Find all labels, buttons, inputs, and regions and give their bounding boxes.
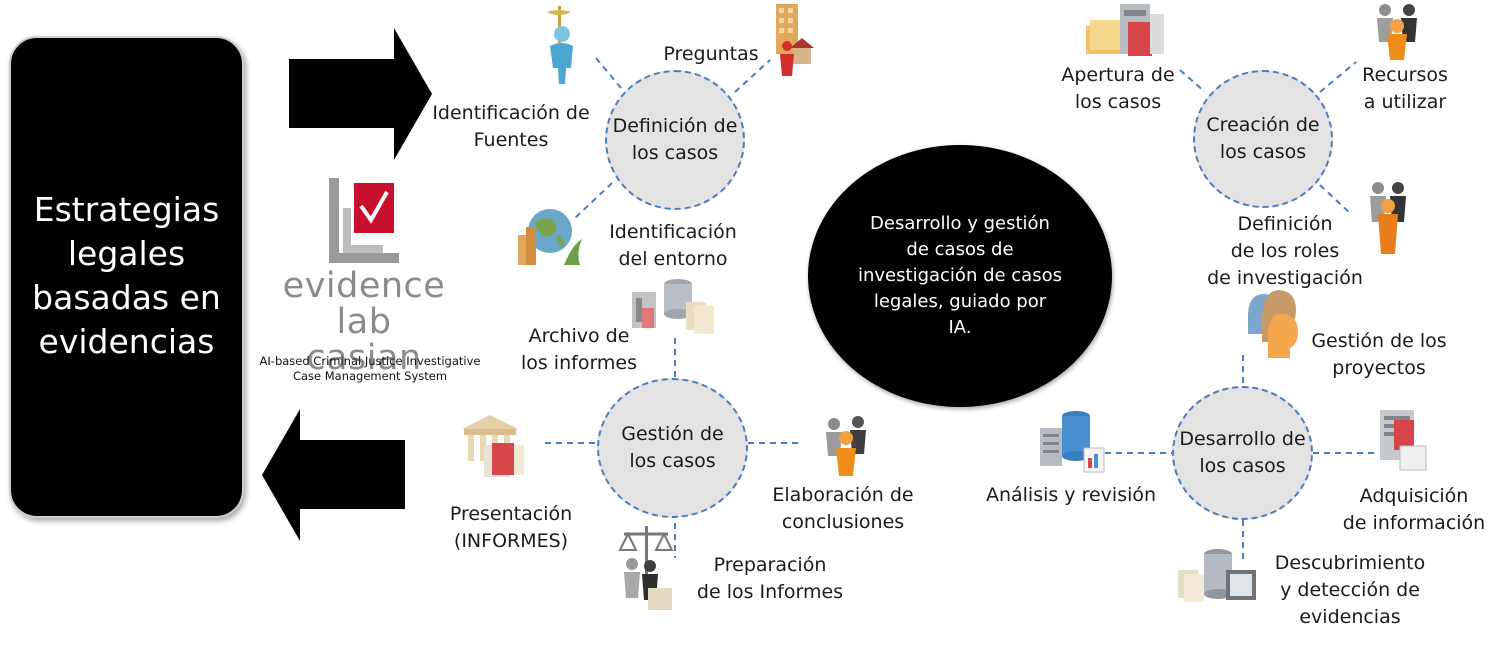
people-resources-icon (1377, 4, 1417, 60)
left-panel-line: basadas en (32, 278, 221, 317)
brand-name-line: evidence lab (282, 266, 446, 342)
label-line: del entorno (618, 248, 728, 270)
database-chart-icon (1040, 411, 1105, 473)
justice-scales-icon (618, 526, 674, 610)
label-line: Preguntas (663, 43, 759, 65)
label-line: y detección de (1280, 579, 1420, 601)
label-line: Descubrimiento (1274, 552, 1426, 574)
left-panel: Estrategias legales basadas en evidencia… (9, 36, 244, 518)
hub-label: Desarrollo de (1179, 428, 1306, 450)
label-line: Archivo de (528, 325, 630, 347)
label-line: de investigación (1207, 267, 1363, 289)
label-line: Apertura de (1061, 64, 1175, 86)
tagline-line: Case Management System (292, 369, 448, 383)
label-line: Preparación (713, 554, 827, 576)
hub-gestion: Gestión de los casos (597, 378, 748, 518)
database-archive-icon (632, 279, 714, 334)
center-line: legales, guiado por (873, 291, 1047, 312)
files-database-monitor-icon (1178, 549, 1256, 602)
hub-creacion: Creación de los casos (1193, 70, 1333, 208)
label-line: Fuentes (473, 129, 549, 151)
arrow-left (262, 409, 405, 541)
label-line: Recursos (1362, 64, 1448, 86)
label-line: los casos (1074, 91, 1162, 113)
hub-label: Creación de (1206, 114, 1320, 136)
label-line: Definición (1237, 213, 1333, 235)
label-line: Análisis y revisión (985, 484, 1157, 506)
label-line: a utilizar (1363, 91, 1447, 113)
folders-server-icon (1086, 4, 1164, 56)
label-identificacion-fuentes: Identificación de Fuentes (425, 100, 597, 154)
label-line: Identificación (609, 221, 737, 243)
left-panel-line: legales (67, 234, 186, 273)
label-descubrimiento: Descubrimiento y detección de evidencias (1270, 550, 1430, 631)
label-line: Elaboración de (772, 484, 914, 506)
label-line: Presentación (449, 503, 573, 525)
label-line: Adquisición (1359, 485, 1469, 507)
label-line: (INFORMES) (453, 530, 569, 552)
label-line: de los roles (1230, 240, 1340, 262)
label-preguntas: Preguntas (658, 41, 764, 68)
courthouse-book-icon (462, 415, 524, 477)
center-circle: Desarrollo y gestión de casos de investi… (808, 145, 1112, 407)
label-line: proyectos (1332, 357, 1426, 379)
label-archivo-informes: Archivo de los informes (512, 323, 646, 377)
label-identificacion-entorno: Identificación del entorno (602, 219, 744, 273)
people-roles-icon (1370, 182, 1406, 254)
hub-label: Gestión de (621, 423, 724, 445)
label-recursos: Recursos a utilizar (1350, 62, 1460, 116)
label-preparacion: Preparación de los Informes (690, 552, 850, 606)
label-elaboracion: Elaboración de conclusiones (766, 482, 920, 536)
label-line: de información (1342, 512, 1486, 534)
brand-name: evidence lab casian (258, 268, 470, 376)
arrow-right (289, 28, 432, 160)
server-book-icon (1380, 410, 1427, 471)
center-line: Desarrollo y gestión (870, 213, 1050, 234)
hub-definicion: Definición de los casos (605, 70, 745, 210)
people-group-icon (826, 416, 866, 476)
caduceus-person-icon (547, 6, 573, 84)
label-line: los informes (520, 352, 638, 374)
center-line: IA. (948, 317, 972, 338)
label-apertura: Apertura de los casos (1054, 62, 1182, 116)
tagline-line: AI-based Criminal Justice Investigative (259, 354, 481, 368)
label-line: Identificación de (432, 102, 590, 124)
center-line: de casos de (906, 239, 1014, 260)
center-line: investigación de casos (858, 265, 1062, 286)
label-definicion-roles: Definición de los roles de investigación (1200, 211, 1370, 292)
label-line: de los Informes (696, 581, 844, 603)
hub-desarrollo: Desarrollo de los casos (1172, 386, 1313, 520)
label-adquisicion: Adquisición de información (1334, 483, 1494, 537)
left-panel-title: Estrategias legales basadas en evidencia… (11, 188, 242, 364)
left-panel-line: Estrategias (33, 190, 220, 229)
hub-label: los casos (1199, 455, 1286, 477)
hub-label: los casos (629, 450, 716, 472)
brand-tagline: AI-based Criminal Justice Investigative … (255, 354, 485, 384)
buildings-house-icon (776, 4, 814, 76)
globe-buildings-icon (518, 209, 582, 265)
hub-label: los casos (631, 142, 719, 164)
profile-heads-icon (1248, 290, 1298, 358)
hub-label: Definición de (612, 115, 738, 137)
brand-name-line: casian (306, 338, 422, 378)
label-line: conclusiones (781, 511, 905, 533)
label-presentacion: Presentación (INFORMES) (446, 501, 576, 555)
left-panel-line: evidencias (38, 322, 215, 361)
label-line: evidencias (1299, 606, 1401, 628)
label-gestion-proyectos: Gestión de los proyectos (1302, 328, 1456, 382)
label-analisis: Análisis y revisión (984, 482, 1158, 509)
brand-logo-icon (329, 178, 399, 263)
hub-label: los casos (1219, 141, 1307, 163)
label-line: Gestión de los (1311, 330, 1447, 352)
